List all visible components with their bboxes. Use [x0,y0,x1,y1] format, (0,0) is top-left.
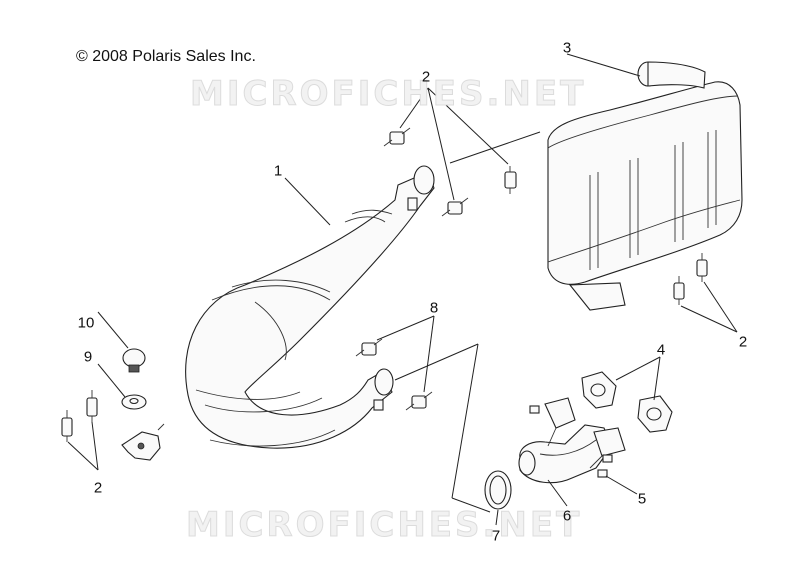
exhaust-pipe-part-1 [185,165,435,449]
callout-10: 10 [77,314,95,332]
callout-6: 6 [562,507,572,525]
leader-lines [67,53,738,526]
callout-5: 5 [637,490,647,508]
callout-7: 7 [491,527,501,545]
callout-2-right: 2 [738,333,748,351]
washer-part-9 [121,394,147,410]
watermark-bottom: MICROFICHES.NET [185,505,583,546]
manifold-part-6 [518,397,626,484]
callout-1: 1 [273,162,283,180]
seal-ring-part-7 [484,470,512,510]
spring-group-upper [383,127,517,217]
callout-4: 4 [656,341,666,359]
callout-2-left: 2 [93,479,103,497]
gasket-part-4 [581,371,673,433]
spring-group-right [673,253,708,305]
watermark-top: MICROFICHES.NET [189,74,587,115]
mounting-bracket [121,423,165,461]
callout-8: 8 [429,299,439,317]
callout-2-top: 2 [421,68,431,86]
callout-3: 3 [562,39,572,57]
spring-group-left [61,390,98,442]
copyright-notice: © 2008 Polaris Sales Inc. [76,48,256,65]
bolts-part-5 [529,405,613,478]
callout-9: 9 [83,348,93,366]
cap-part-10 [122,348,146,373]
muffler-part-3 [547,61,743,311]
spring-group-center [355,338,433,411]
